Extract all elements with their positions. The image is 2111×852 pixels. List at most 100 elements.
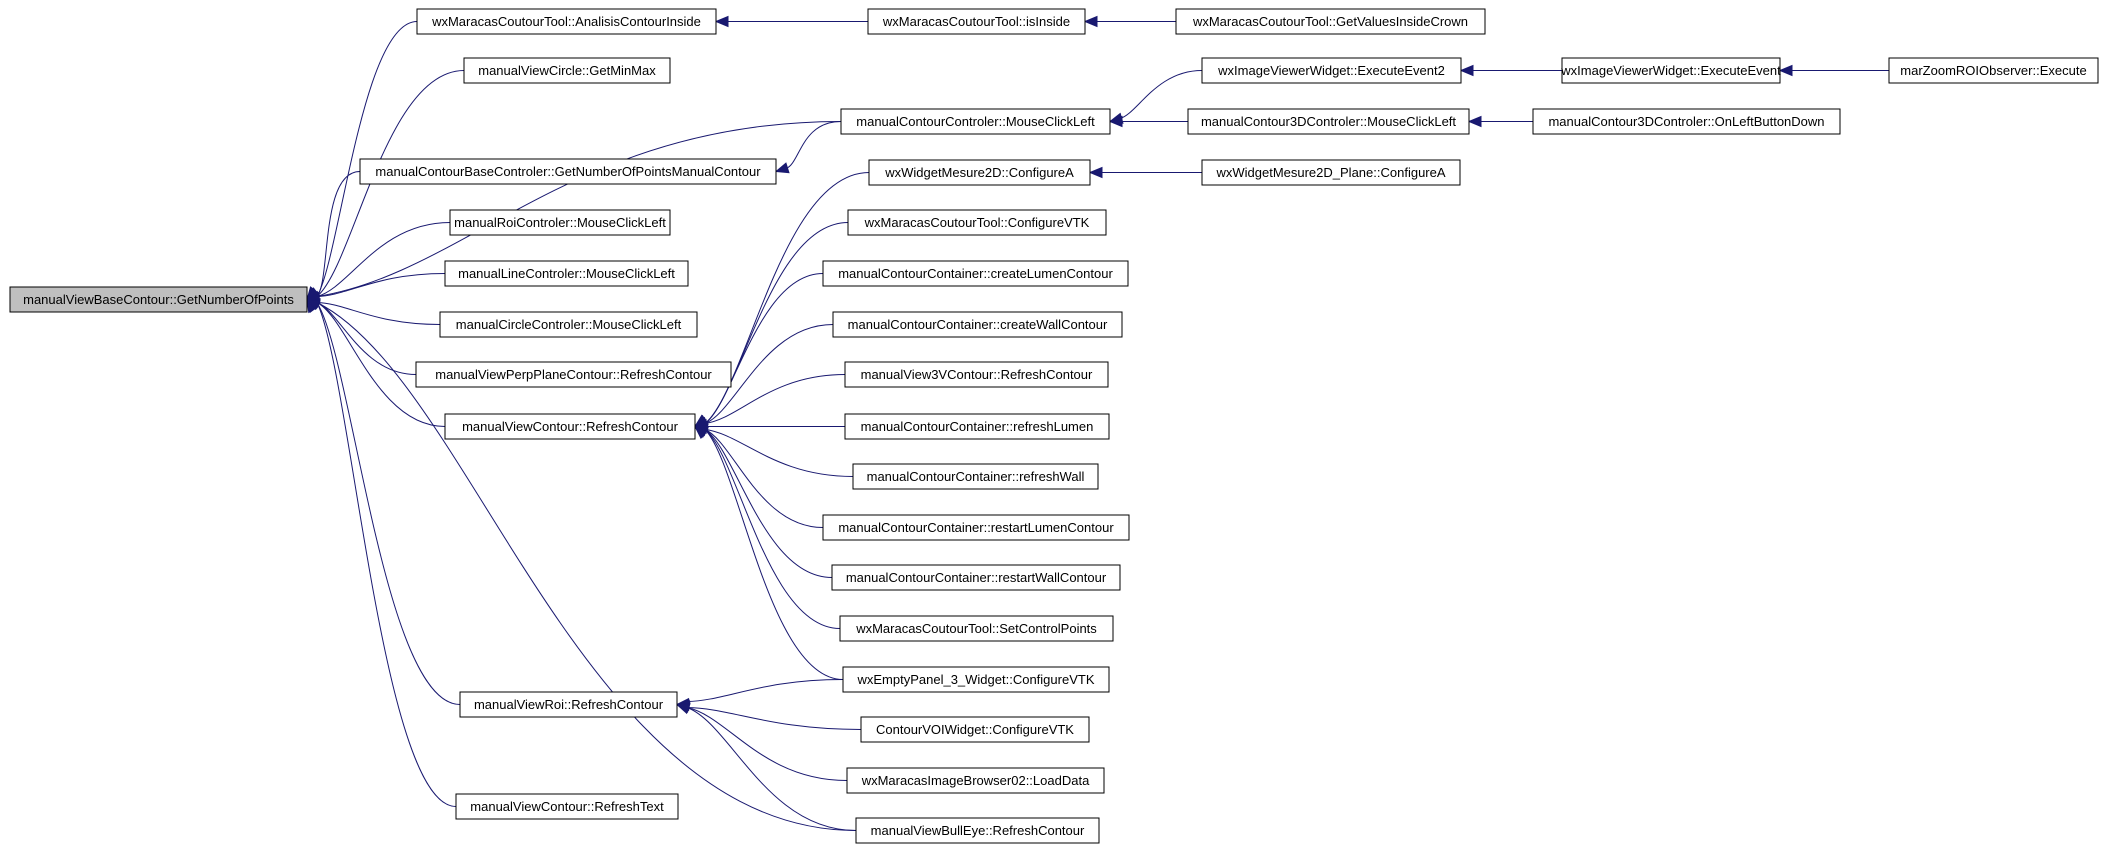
graph-node[interactable]: manualContourContainer::restartWallConto…: [831, 564, 1121, 591]
node-box: [1888, 57, 2099, 84]
graph-node[interactable]: manualViewPerpPlaneContour::RefreshConto…: [415, 361, 732, 388]
graph-node[interactable]: manualContourContainer::refreshLumen: [844, 413, 1110, 440]
graph-node[interactable]: wxMaracasCoutourTool::AnalisisContourIns…: [416, 8, 717, 35]
graph-node[interactable]: manualRoiControler::MouseClickLeft: [449, 209, 671, 236]
node-box: [1201, 57, 1462, 84]
edge: [704, 429, 841, 629]
graph-node[interactable]: manualViewCircle::GetMinMax: [463, 57, 671, 84]
edge: [316, 302, 446, 427]
node-box: [1201, 159, 1461, 186]
edge: [316, 302, 417, 375]
graph-node[interactable]: wxImageViewerWidget::ExecuteEvent: [1560, 57, 1781, 84]
arrowhead: [1778, 64, 1793, 77]
node-box: [852, 463, 1099, 490]
node-label: manualViewCircle::GetMinMax: [478, 63, 656, 78]
arrowhead: [1088, 166, 1103, 179]
edge: [704, 429, 833, 578]
node-label: manualContourContainer::createWallContou…: [848, 317, 1108, 332]
node-label: manualViewBaseContour::GetNumberOfPoints: [23, 292, 294, 307]
node-box: [1175, 8, 1486, 35]
arrowhead: [774, 162, 790, 174]
node-box: [359, 158, 777, 185]
edge: [316, 273, 446, 297]
graph-node[interactable]: manualContour3DControler::OnLeftButtonDo…: [1532, 108, 1841, 135]
graph-node[interactable]: manualContour3DControler::MouseClickLeft: [1187, 108, 1470, 135]
graph-node[interactable]: manualViewRoi::RefreshContour: [459, 691, 678, 718]
edge: [316, 171, 361, 297]
edge: [316, 21, 418, 297]
node-box: [842, 666, 1110, 693]
node-box: [459, 691, 678, 718]
node-label: manualContourBaseControler::GetNumberOfP…: [375, 164, 761, 179]
node-box: [844, 413, 1110, 440]
graph-node[interactable]: manualContourContainer::restartLumenCont…: [822, 514, 1130, 541]
node-box: [444, 260, 689, 287]
node-label: wxWidgetMesure2D_Plane::ConfigureA: [1215, 165, 1445, 180]
node-label: wxMaracasCoutourTool::AnalisisContourIns…: [431, 14, 701, 29]
graph-node[interactable]: wxMaracasImageBrowser02::LoadData: [846, 767, 1105, 794]
graph-node[interactable]: wxEmptyPanel_3_Widget::ConfigureVTK: [842, 666, 1110, 693]
node-box: [455, 793, 679, 820]
node-box: [1187, 108, 1470, 135]
graph-node[interactable]: wxMaracasCoutourTool::SetControlPoints: [839, 615, 1114, 642]
edge: [704, 429, 824, 528]
node-box: [868, 159, 1091, 186]
graph-node[interactable]: wxWidgetMesure2D_Plane::ConfigureA: [1201, 159, 1461, 186]
edge: [686, 707, 857, 831]
node-label: wxMaracasCoutourTool::GetValuesInsideCro…: [1192, 14, 1468, 29]
arrowhead: [1459, 64, 1474, 77]
arrowhead: [305, 298, 321, 311]
graph-node[interactable]: wxImageViewerWidget::ExecuteEvent2: [1201, 57, 1462, 84]
node-label: manualCircleControler::MouseClickLeft: [456, 317, 682, 332]
graph-node[interactable]: manualViewBullEye::RefreshContour: [855, 817, 1100, 844]
node-label: ContourVOIWidget::ConfigureVTK: [876, 722, 1074, 737]
arrowhead: [714, 15, 729, 28]
graph-node[interactable]: manualLineControler::MouseClickLeft: [444, 260, 689, 287]
node-label: manualContourContainer::restartLumenCont…: [838, 520, 1114, 535]
node-box: [822, 260, 1129, 287]
node-label: wxMaracasImageBrowser02::LoadData: [861, 773, 1090, 788]
node-label: wxMaracasCoutourTool::SetControlPoints: [855, 621, 1097, 636]
graph-node[interactable]: manualCircleControler::MouseClickLeft: [439, 311, 698, 338]
graph-node[interactable]: wxMaracasCoutourTool::ConfigureVTK: [847, 209, 1107, 236]
edge: [316, 302, 457, 807]
node-label: manualView3VContour::RefreshContour: [861, 367, 1093, 382]
graph-node[interactable]: manualViewContour::RefreshContour: [444, 413, 696, 440]
node-box: [444, 413, 696, 440]
node-box: [840, 108, 1111, 135]
edge: [704, 374, 846, 424]
graph-node[interactable]: manualContourContainer::createLumenConto…: [822, 260, 1129, 287]
edge: [785, 121, 842, 169]
node-label: manualContour3DControler::MouseClickLeft: [1201, 114, 1456, 129]
graph-node[interactable]: wxMaracasCoutourTool::isInside: [867, 8, 1086, 35]
node-box: [832, 311, 1123, 338]
node-label: manualContourContainer::createLumenConto…: [838, 266, 1113, 281]
edge: [1119, 70, 1203, 119]
node-label: wxMaracasCoutourTool::ConfigureVTK: [864, 215, 1090, 230]
node-box: [867, 8, 1086, 35]
graph-node[interactable]: ContourVOIWidget::ConfigureVTK: [860, 716, 1090, 743]
node-label: manualLineControler::MouseClickLeft: [458, 266, 675, 281]
node-box: [9, 286, 308, 313]
graph-node[interactable]: manualContourControler::MouseClickLeft: [840, 108, 1111, 135]
graph-node[interactable]: manualContourContainer::refreshWall: [852, 463, 1099, 490]
edges-layer: [305, 15, 1889, 831]
node-label: wxWidgetMesure2D::ConfigureA: [884, 165, 1074, 180]
nodes-layer: manualViewBaseContour::GetNumberOfPoints…: [9, 8, 2099, 844]
graph-node[interactable]: manualViewContour::RefreshText: [455, 793, 679, 820]
arrowhead: [1083, 15, 1098, 28]
root-node[interactable]: manualViewBaseContour::GetNumberOfPoints: [9, 286, 308, 313]
node-box: [463, 57, 671, 84]
node-label: wxEmptyPanel_3_Widget::ConfigureVTK: [856, 672, 1094, 687]
graph-node[interactable]: manualContourBaseControler::GetNumberOfP…: [359, 158, 777, 185]
node-label: manualRoiControler::MouseClickLeft: [454, 215, 666, 230]
node-label: manualContourControler::MouseClickLeft: [856, 114, 1095, 129]
graph-node[interactable]: marZoomROIObserver::Execute: [1888, 57, 2099, 84]
arrowhead: [1467, 115, 1482, 128]
graph-node[interactable]: manualContourContainer::createWallContou…: [832, 311, 1123, 338]
graph-node[interactable]: wxMaracasCoutourTool::GetValuesInsideCro…: [1175, 8, 1486, 35]
node-label: marZoomROIObserver::Execute: [1900, 63, 2086, 78]
graph-node[interactable]: manualView3VContour::RefreshContour: [844, 361, 1109, 388]
graph-node[interactable]: wxWidgetMesure2D::ConfigureA: [868, 159, 1091, 186]
